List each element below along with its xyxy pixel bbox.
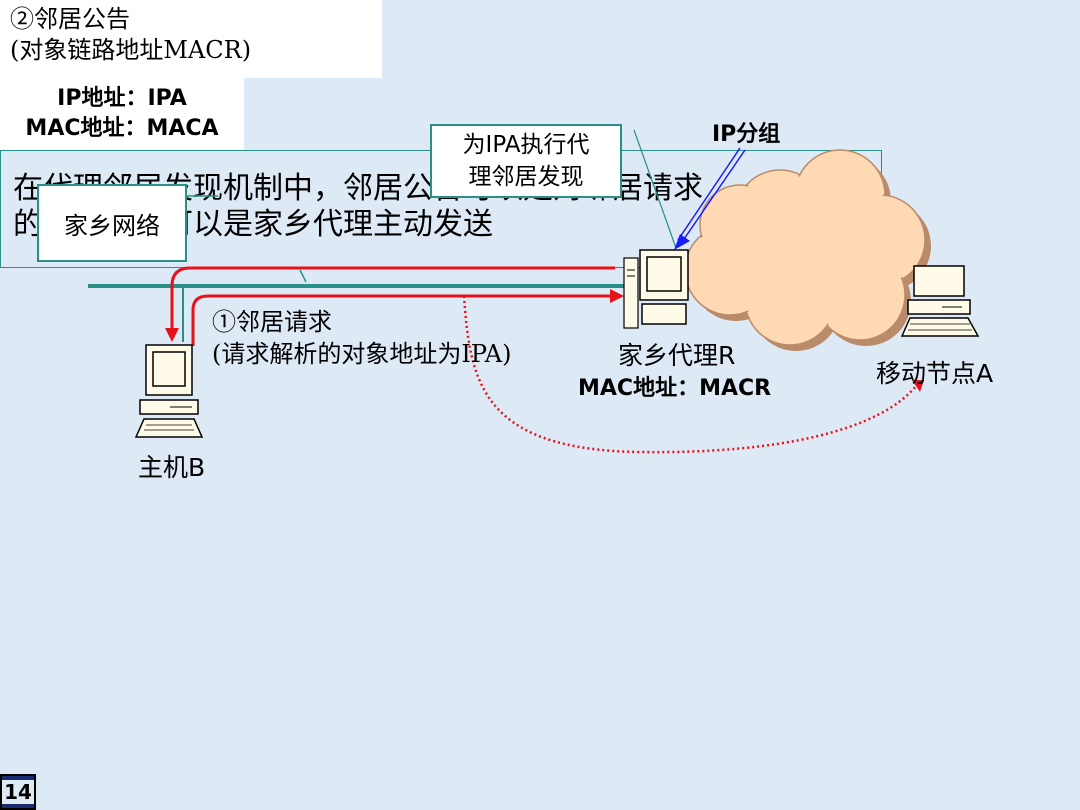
host-b-computer-icon	[134, 344, 204, 438]
ip-packet-label: IP分组	[712, 122, 781, 147]
page-number: 14	[0, 774, 36, 810]
mobile-node-computer-icon	[900, 265, 980, 337]
internet-cloud	[684, 149, 931, 351]
mobile-ip: IP地址：IPA	[57, 86, 187, 111]
proxy-title-line2: 理邻居发现	[468, 164, 584, 190]
home-agent-computer-icon	[623, 249, 689, 329]
solicitation-arrow	[191, 289, 624, 346]
adv-box-tick	[299, 269, 307, 283]
ip-packet-arrow	[674, 147, 746, 250]
neighbor-advertisement-label: ②邻居公告 (对象链路地址MACR)	[0, 0, 382, 78]
mobile-node-address-label: IP地址：IPA MAC地址：MACA	[0, 78, 244, 150]
advertisement-arrow	[165, 266, 615, 342]
mobile-node-label: 移动节点A	[876, 359, 994, 388]
home-agent-label: 家乡代理R	[618, 341, 736, 370]
proxy-discovery-label: 为IPA执行代 理邻居发现	[430, 124, 622, 198]
proxy-title-line1: 为IPA执行代	[462, 132, 590, 158]
home-agent-mac-label: MAC地址：MACR	[578, 376, 772, 401]
mobile-mac: MAC地址：MACA	[25, 116, 219, 141]
page-number-text: 14	[2, 780, 34, 804]
adv-line1: ②邻居公告	[10, 5, 130, 33]
host-b-label: 主机B	[138, 453, 206, 482]
neighbor-solicitation-label: ①邻居请求 (请求解析的对象地址为IPA)	[212, 306, 511, 370]
sol-line2: (请求解析的对象地址为IPA)	[212, 340, 512, 368]
adv-line2: (对象链路地址MACR)	[10, 36, 252, 64]
proxy-callout-line	[633, 129, 677, 249]
forward-dotted-arrow	[462, 295, 924, 454]
home-network-label: 家乡网络	[37, 184, 187, 262]
sol-line1: ①邻居请求	[212, 308, 332, 336]
